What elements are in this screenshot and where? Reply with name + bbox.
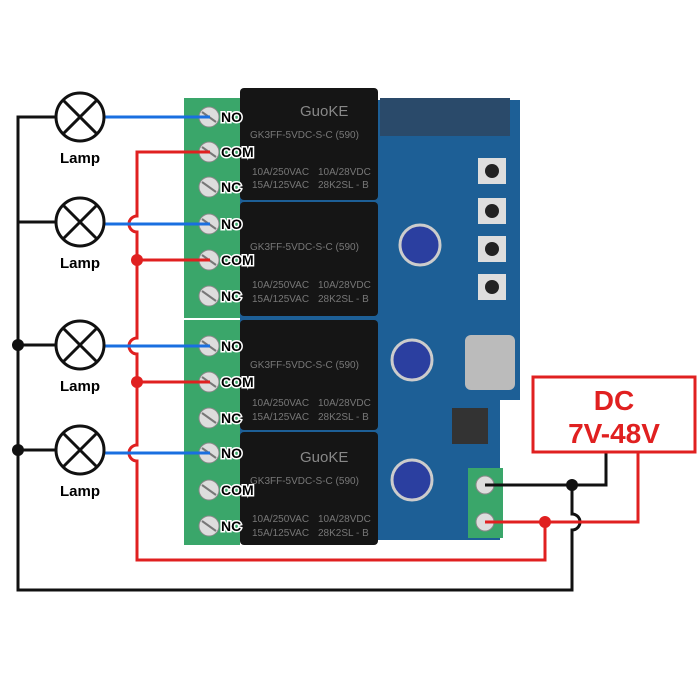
svg-text:28K2SL - B: 28K2SL - B (318, 412, 369, 423)
lamp-label: Lamp (60, 255, 100, 272)
dc-label: DC (594, 385, 634, 416)
terminal-label-no: NO (221, 338, 242, 354)
lamp-symbol: Lamp (54, 424, 106, 500)
lamp-symbol: Lamp (54, 196, 106, 272)
svg-text:28K2SL - B: 28K2SL - B (318, 180, 369, 191)
relay-labels: GuoKE GK3FF-5VDC-S-C (590) 10A/250VAC 10… (250, 103, 371, 539)
terminal-label-com: COM (221, 482, 254, 498)
junction-dots (12, 254, 578, 528)
terminal-block-1 (184, 98, 240, 318)
svg-text:10A/28VDC: 10A/28VDC (318, 167, 371, 178)
svg-text:10A/250VAC: 10A/250VAC (252, 514, 309, 525)
capacitors (390, 223, 442, 502)
svg-text:GuoKE: GuoKE (300, 449, 348, 466)
relays (240, 88, 378, 545)
svg-text:GK3FF-5VDC-S-C (590): GK3FF-5VDC-S-C (590) (250, 242, 359, 253)
neutral-branch (18, 220, 55, 452)
wireless-module (380, 98, 510, 136)
svg-text:10A/28VDC: 10A/28VDC (318, 398, 371, 409)
svg-text:GK3FF-5VDC-S-C (590): GK3FF-5VDC-S-C (590) (250, 476, 359, 487)
lamp-label: Lamp (60, 483, 100, 500)
lamp-symbol: Lamp (54, 91, 106, 167)
terminal-label-com: COM (221, 374, 254, 390)
voltage-range: 7V-48V (568, 418, 660, 449)
terminal-block-2 (184, 320, 240, 545)
terminal-label-nc: NC (221, 518, 241, 534)
lamp-label: Lamp (60, 150, 100, 167)
lamp-label: Lamp (60, 378, 100, 395)
load-wires (105, 115, 210, 455)
neutral-wire (16, 115, 608, 592)
svg-text:28K2SL - B: 28K2SL - B (318, 528, 369, 539)
svg-text:10A/250VAC: 10A/250VAC (252, 398, 309, 409)
lamp-symbol: Lamp (54, 319, 106, 395)
svg-text:28K2SL - B: 28K2SL - B (318, 294, 369, 305)
svg-text:15A/125VAC: 15A/125VAC (252, 294, 309, 305)
svg-text:15A/125VAC: 15A/125VAC (252, 180, 309, 191)
svg-text:10A/250VAC: 10A/250VAC (252, 167, 309, 178)
terminal-label-com: COM (221, 252, 254, 268)
terminal-label-no: NO (221, 216, 242, 232)
terminal-label-nc: NC (221, 179, 241, 195)
terminal-label-no: NO (221, 445, 242, 461)
terminal-label-nc: NC (221, 288, 241, 304)
terminal-label-no: NO (221, 109, 242, 125)
svg-text:15A/125VAC: 15A/125VAC (252, 412, 309, 423)
push-buttons (478, 158, 506, 300)
inductor (452, 408, 488, 444)
svg-text:10A/28VDC: 10A/28VDC (318, 280, 371, 291)
dc-power-supply: DC 7V-48V (531, 375, 697, 454)
svg-text:10A/28VDC: 10A/28VDC (318, 514, 371, 525)
terminal-label-com: COM (221, 144, 254, 160)
svg-text:10A/250VAC: 10A/250VAC (252, 280, 309, 291)
svg-text:GK3FF-5VDC-S-C (590): GK3FF-5VDC-S-C (590) (250, 360, 359, 371)
usb-c-port (465, 335, 515, 390)
svg-text:GuoKE: GuoKE (300, 103, 348, 120)
svg-text:GK3FF-5VDC-S-C (590): GK3FF-5VDC-S-C (590) (250, 130, 359, 141)
svg-text:15A/125VAC: 15A/125VAC (252, 528, 309, 539)
terminal-label-nc: NC (221, 410, 241, 426)
